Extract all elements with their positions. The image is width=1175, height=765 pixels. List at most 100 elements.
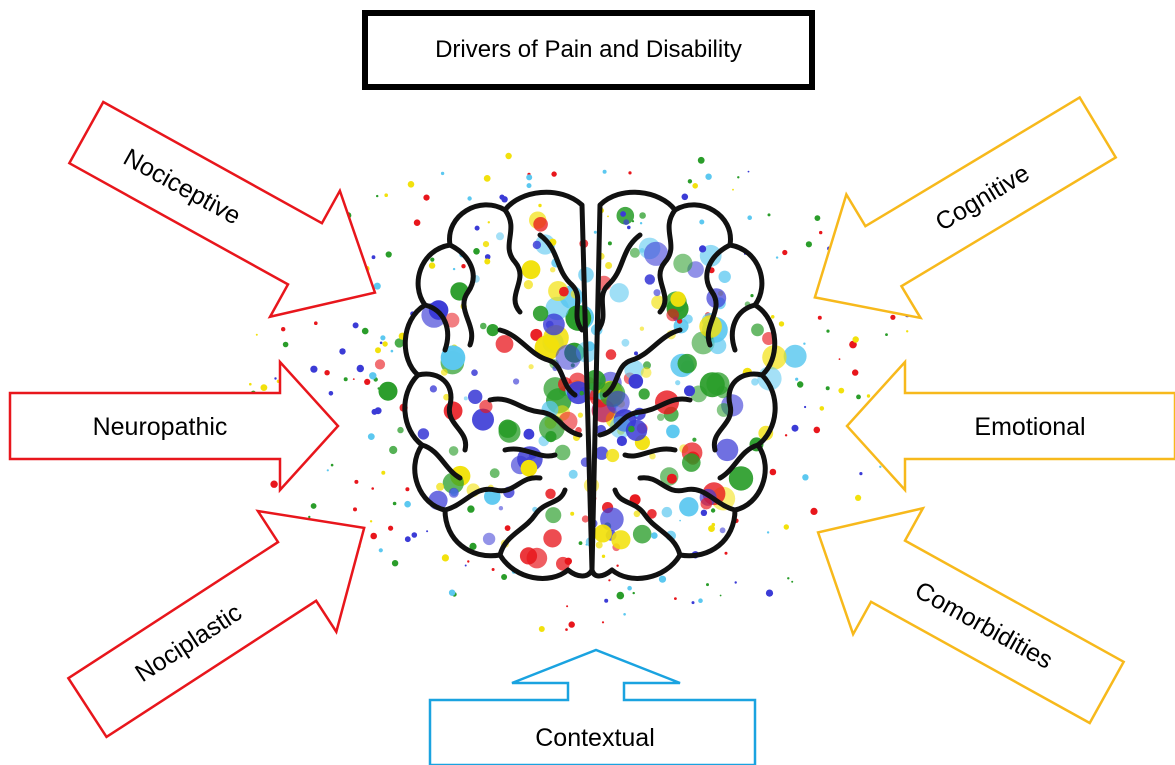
paint-speck (604, 599, 608, 603)
paint-speck (283, 342, 289, 348)
contextual-label: Contextual (535, 724, 655, 752)
paint-speck (906, 330, 908, 332)
paint-blob (610, 283, 629, 302)
paint-blob (666, 309, 679, 322)
paint-speck (711, 508, 715, 512)
paint-speck (310, 366, 317, 373)
paint-speck (461, 264, 465, 268)
neuropathic-arrow: Neuropathic (10, 362, 338, 490)
paint-speck (405, 487, 409, 491)
paint-speck (839, 358, 841, 360)
paint-blob (430, 385, 437, 392)
paint-blob (449, 446, 459, 456)
paint-blob (379, 382, 398, 401)
paint-speck (785, 434, 787, 436)
paint-blob (641, 367, 652, 378)
paint-speck (826, 386, 830, 390)
paint-blob (617, 436, 627, 446)
paint-blob (784, 345, 807, 368)
paint-speck (766, 590, 773, 597)
paint-speck (890, 315, 895, 320)
paint-speck (372, 409, 378, 415)
paint-speck (699, 245, 706, 252)
paint-speck (379, 548, 383, 552)
paint-speck (357, 365, 364, 372)
paint-speck (674, 597, 677, 600)
paint-speck (735, 581, 737, 583)
paint-blob (654, 289, 661, 296)
paint-blob (673, 254, 692, 273)
paint-speck (853, 336, 859, 342)
paint-speck (404, 501, 411, 508)
paint-blob (483, 241, 489, 247)
paint-blob (582, 515, 589, 522)
paint-blob (545, 507, 561, 523)
paint-speck (353, 322, 359, 328)
paint-blob (701, 498, 713, 510)
paint-blob (389, 446, 397, 454)
paint-speck (327, 469, 329, 471)
paint-speck (804, 406, 806, 408)
paint-blob (751, 324, 764, 337)
paint-speck (586, 544, 588, 546)
paint-speck (484, 259, 490, 265)
paint-blob (679, 497, 698, 516)
paint-speck (826, 330, 829, 333)
paint-speck (261, 384, 268, 391)
paint-speck (281, 327, 285, 331)
paint-speck (617, 592, 625, 600)
paint-speck (782, 250, 787, 255)
paint-speck (802, 474, 808, 480)
paint-speck (429, 262, 435, 268)
paint-speck (391, 350, 394, 353)
paint-speck (603, 170, 607, 174)
paint-speck (651, 532, 658, 539)
paint-speck (388, 526, 393, 531)
paint-speck (806, 241, 812, 247)
paint-speck (453, 268, 455, 270)
paint-speck (885, 333, 888, 336)
paint-speck (770, 469, 777, 476)
paint-speck (256, 334, 258, 336)
paint-speck (405, 536, 411, 542)
paint-speck (632, 220, 634, 222)
paint-speck (378, 387, 380, 389)
paint-speck (633, 592, 635, 594)
paint-speck (441, 172, 444, 175)
paint-speck (748, 171, 750, 173)
paint-speck (384, 193, 388, 197)
paint-speck (369, 372, 376, 379)
paint-speck (608, 241, 612, 245)
paint-speck (375, 347, 381, 353)
paint-speck (737, 176, 739, 178)
paint-speck (473, 248, 480, 255)
paint-speck (475, 226, 480, 231)
paint-speck (616, 565, 618, 567)
nociplastic-arrow: Nociplastic (48, 467, 403, 765)
paint-speck (784, 524, 789, 529)
paint-speck (602, 555, 605, 558)
paint-speck (526, 174, 532, 180)
paint-blob (533, 306, 548, 321)
paint-speck (371, 487, 374, 490)
emotional-label: Emotional (974, 413, 1085, 441)
paint-blob (436, 483, 444, 491)
paint-blob (622, 339, 630, 347)
paint-speck (692, 601, 695, 604)
paint-speck (344, 377, 348, 381)
paint-speck (682, 194, 689, 201)
paint-speck (797, 381, 803, 387)
paint-speck (855, 495, 861, 501)
paint-blob (639, 212, 646, 219)
paint-speck (380, 335, 385, 340)
paint-speck (720, 595, 722, 597)
contextual-arrow: Contextual (430, 650, 755, 765)
paint-speck (484, 175, 491, 182)
paint-speck (776, 256, 778, 258)
paint-blob (496, 335, 514, 353)
paint-speck (505, 525, 511, 531)
paint-speck (505, 153, 511, 159)
paint-speck (838, 388, 844, 394)
paint-speck (856, 395, 861, 400)
paint-speck (750, 294, 753, 297)
